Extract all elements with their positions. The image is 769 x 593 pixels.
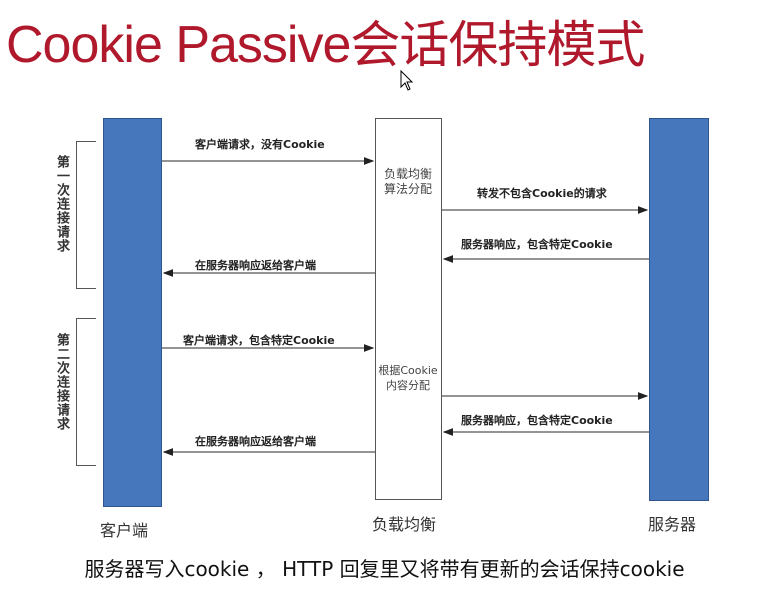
client-lifeline — [103, 118, 162, 507]
msg-return-to-client: 在服务器响应返给客户端 — [195, 259, 316, 272]
msg-forward-request: 转发不包含Cookie的请求 — [477, 187, 607, 200]
lb-note-line: 算法分配 — [383, 182, 432, 196]
msg-client-request-with-cookie: 客户端请求，包含特定Cookie — [183, 334, 335, 347]
msg-return-to-client-2: 在服务器响应返给客户端 — [195, 435, 316, 448]
title-chinese: 会话保持模式 — [350, 16, 645, 74]
lb-note-line: 负载均衡 — [383, 167, 432, 181]
msg-client-request-no-cookie: 客户端请求，没有Cookie — [195, 138, 325, 151]
load-balancer-lifeline — [375, 118, 442, 500]
caption: 服务器写入cookie ， HTTP 回复里又将带有更新的会话保持cookie — [84, 557, 685, 581]
phase2-label: 第二次连接请求 — [54, 333, 69, 431]
lb-note-phase2: 根据Cookie 内容分配 — [375, 363, 441, 393]
server-lifeline — [649, 118, 709, 501]
lb-note-phase1: 负载均衡 算法分配 — [375, 167, 441, 197]
phase1-bracket — [76, 141, 96, 289]
lb-note-line: 根据Cookie — [378, 364, 438, 377]
phase1-label: 第一次连接请求 — [54, 155, 69, 253]
load-balancer-label: 负载均衡 — [372, 515, 437, 534]
msg-server-response-cookie: 服务器响应，包含特定Cookie — [461, 238, 613, 251]
msg-server-response-cookie-2: 服务器响应，包含特定Cookie — [461, 414, 613, 427]
mouse-cursor-icon — [400, 70, 414, 91]
client-label: 客户端 — [100, 521, 149, 540]
phase2-bracket — [76, 318, 96, 466]
slide-title: Cookie Passive会话保持模式 — [6, 12, 645, 78]
title-english: Cookie Passive — [6, 16, 351, 74]
lb-note-line: 内容分配 — [386, 379, 430, 392]
server-label: 服务器 — [648, 515, 697, 534]
